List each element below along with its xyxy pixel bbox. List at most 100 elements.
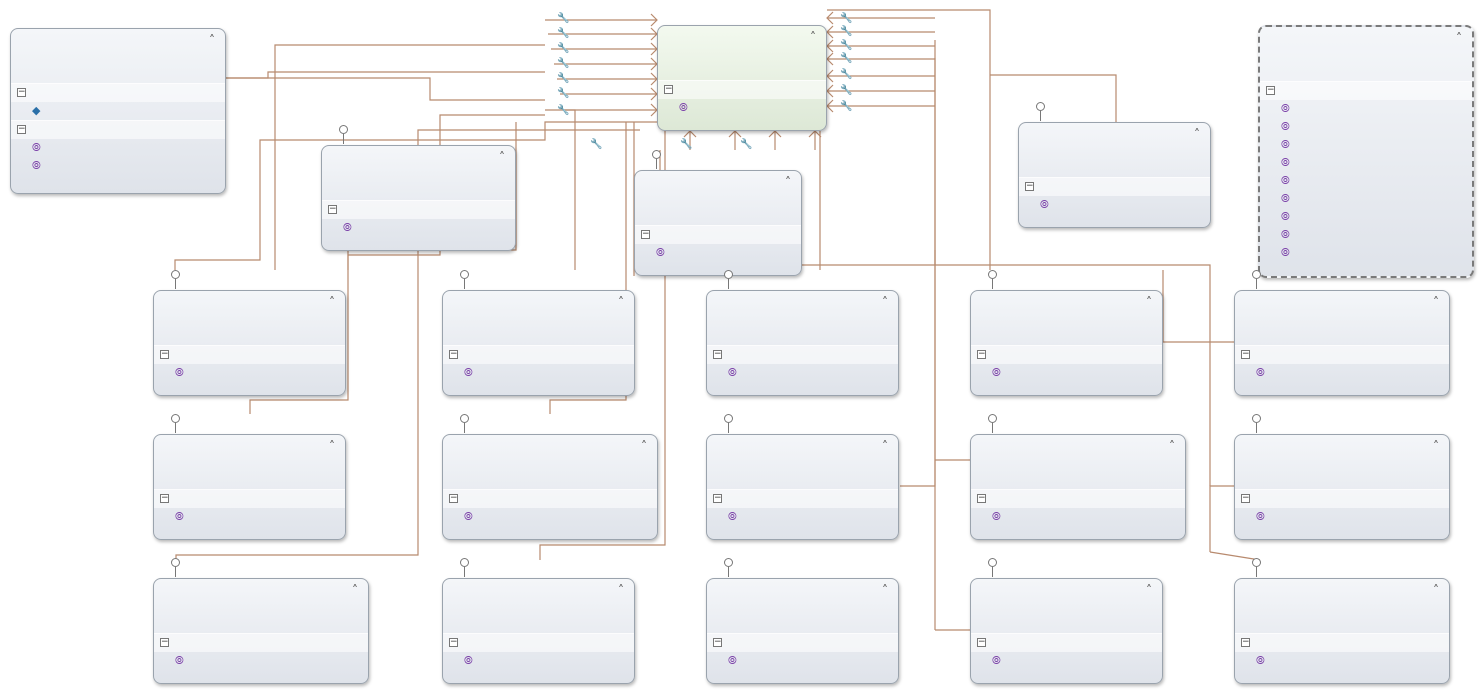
member-row[interactable]: ⦾: [443, 652, 634, 670]
section-header-methods[interactable]: −: [707, 633, 898, 652]
section-header-methods[interactable]: −: [971, 489, 1185, 508]
class-header[interactable]: ˄: [11, 29, 225, 83]
collapse-section-icon[interactable]: −: [1241, 493, 1250, 503]
member-row[interactable]: ⦾: [1260, 154, 1472, 172]
collapse-section-icon[interactable]: −: [17, 124, 26, 134]
section-header-methods[interactable]: −: [154, 489, 345, 508]
class-header[interactable]: ˄: [971, 435, 1185, 489]
collapse-chevron-icon[interactable]: ˄: [810, 30, 816, 44]
member-row[interactable]: ⦾: [707, 508, 898, 526]
section-header-methods[interactable]: −: [322, 200, 515, 219]
collapse-chevron-icon[interactable]: ˄: [329, 295, 335, 309]
class-box-ext[interactable]: ˄−⦾⦾⦾⦾⦾⦾⦾⦾⦾: [1258, 25, 1474, 278]
class-box-anystr[interactable]: ˄−⦾: [442, 434, 658, 540]
section-header-methods[interactable]: −: [1235, 489, 1449, 508]
class-header[interactable]: ˄: [971, 579, 1162, 633]
class-box-bytestr[interactable]: ˄ −⦾: [706, 434, 899, 540]
section-header-methods[interactable]: −: [1235, 633, 1449, 652]
section-header-methods[interactable]: −: [707, 489, 898, 508]
section-header-methods[interactable]: −: [658, 80, 826, 99]
member-row[interactable]: ⦾: [1019, 196, 1210, 214]
section-header-methods[interactable]: −: [154, 345, 345, 364]
section-header-methods[interactable]: −: [443, 633, 634, 652]
member-row[interactable]: ⦾: [1260, 136, 1472, 154]
collapse-chevron-icon[interactable]: ˄: [1146, 583, 1152, 597]
collapse-chevron-icon[interactable]: ˄: [785, 175, 791, 189]
section-header-methods[interactable]: −: [1019, 177, 1210, 196]
class-box-intobj[interactable]: ˄ − ⦾: [970, 290, 1163, 396]
class-box-shortstr[interactable]: ˄ −⦾: [1234, 578, 1450, 684]
section-header-methods[interactable]: −: [443, 489, 657, 508]
class-header[interactable]: ˄: [1260, 27, 1472, 81]
collapse-chevron-icon[interactable]: ˄: [1456, 31, 1462, 45]
member-row[interactable]: ⦾: [1235, 652, 1449, 670]
member-row[interactable]: ⦾: [11, 157, 225, 175]
section-header-methods[interactable]: −: [707, 345, 898, 364]
class-header[interactable]: ˄: [1019, 123, 1210, 177]
class-header[interactable]: ˄: [443, 579, 634, 633]
section-header-methods[interactable]: −: [971, 345, 1162, 364]
class-box-fltstr[interactable]: ˄ − ⦾: [442, 578, 635, 684]
class-header[interactable]: ˄: [1235, 435, 1449, 489]
class-box-ctx[interactable]: ˄ − ◆ − ⦾⦾: [10, 28, 226, 194]
collapse-chevron-icon[interactable]: ˄: [1169, 439, 1175, 453]
class-box-anyobj[interactable]: ˄ −⦾: [321, 145, 516, 251]
collapse-chevron-icon[interactable]: ˄: [641, 439, 647, 453]
member-row[interactable]: ⦾: [971, 364, 1162, 382]
class-header[interactable]: ˄: [443, 291, 634, 345]
class-header[interactable]: ˄: [707, 435, 898, 489]
collapse-chevron-icon[interactable]: ˄: [1146, 295, 1152, 309]
member-row[interactable]: ◆: [11, 102, 225, 120]
class-box-dtobj[interactable]: ˄−⦾: [1234, 290, 1450, 396]
class-header[interactable]: ˄: [154, 435, 345, 489]
collapse-section-icon[interactable]: −: [977, 349, 986, 359]
class-header[interactable]: ˄: [971, 291, 1162, 345]
collapse-section-icon[interactable]: −: [17, 87, 26, 97]
class-box-byteobj[interactable]: ˄−⦾: [634, 170, 802, 276]
member-row[interactable]: ⦾: [443, 364, 634, 382]
member-row[interactable]: ⦾: [971, 652, 1162, 670]
collapse-section-icon[interactable]: −: [664, 84, 673, 94]
collapse-chevron-icon[interactable]: ˄: [1433, 583, 1439, 597]
collapse-chevron-icon[interactable]: ˄: [882, 295, 888, 309]
collapse-section-icon[interactable]: −: [449, 493, 458, 503]
class-box-dblobj[interactable]: ˄ − ⦾: [442, 290, 635, 396]
member-row[interactable]: ⦾: [707, 364, 898, 382]
member-row[interactable]: ⦾: [322, 219, 515, 237]
collapse-chevron-icon[interactable]: ˄: [1433, 439, 1439, 453]
collapse-section-icon[interactable]: −: [713, 349, 722, 359]
section-header-methods[interactable]: −: [154, 633, 368, 652]
member-row[interactable]: ⦾: [971, 508, 1185, 526]
class-box-shortobj[interactable]: ˄−⦾: [153, 434, 346, 540]
class-box-dtstr[interactable]: ˄ −⦾: [970, 434, 1186, 540]
class-header[interactable]: ˄: [154, 579, 368, 633]
member-row[interactable]: ⦾: [1260, 172, 1472, 190]
section-header-methods[interactable]: −: [443, 345, 634, 364]
class-header[interactable]: ˄: [443, 435, 657, 489]
class-box-decstr[interactable]: ˄−⦾: [1234, 434, 1450, 540]
collapse-section-icon[interactable]: −: [449, 637, 458, 647]
class-box-fltobj[interactable]: ˄ − ⦾: [706, 290, 899, 396]
class-header[interactable]: ˄: [1235, 579, 1449, 633]
member-row[interactable]: ⦾: [1260, 118, 1472, 136]
collapse-chevron-icon[interactable]: ˄: [882, 583, 888, 597]
collapse-chevron-icon[interactable]: ˄: [882, 439, 888, 453]
class-box-decobj[interactable]: ˄−⦾: [153, 290, 346, 396]
member-row[interactable]: ⦾: [658, 99, 826, 117]
section-header-methods[interactable]: −: [971, 633, 1162, 652]
collapse-section-icon[interactable]: −: [1266, 85, 1275, 95]
collapse-section-icon[interactable]: −: [977, 637, 986, 647]
section-header-fields[interactable]: −: [11, 83, 225, 102]
member-row[interactable]: ⦾: [1260, 226, 1472, 244]
collapse-chevron-icon[interactable]: ˄: [499, 150, 505, 164]
member-row[interactable]: ⦾: [1260, 244, 1472, 262]
member-row[interactable]: ⦾: [11, 139, 225, 157]
collapse-section-icon[interactable]: −: [449, 349, 458, 359]
collapse-chevron-icon[interactable]: ˄: [618, 295, 624, 309]
section-header-methods[interactable]: −: [1260, 81, 1472, 100]
class-box-intstr[interactable]: ˄ −⦾: [706, 578, 899, 684]
class-header[interactable]: ˄: [154, 291, 345, 345]
class-header[interactable]: ˄: [1235, 291, 1449, 345]
section-header-methods[interactable]: −: [635, 225, 801, 244]
member-row[interactable]: ⦾: [707, 652, 898, 670]
